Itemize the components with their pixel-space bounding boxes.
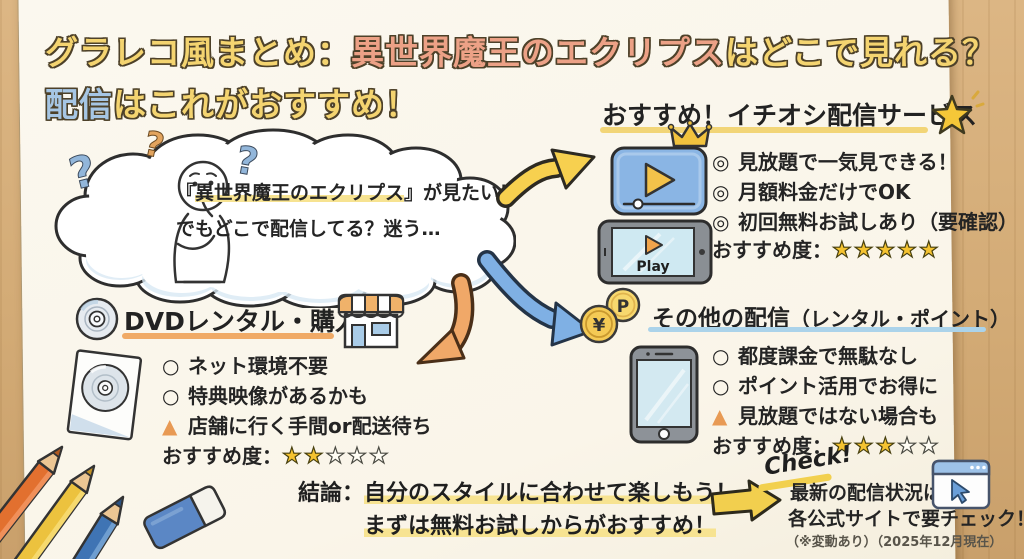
item-marker: ○ [162,354,180,378]
dvd-item: ○ネット環境不要 [162,354,328,378]
rating-stars-empty: ★★★ [325,443,391,469]
item-marker: ○ [162,384,180,408]
rating-stars-filled: ★★★★★ [831,237,941,263]
other-header-underline [648,327,986,332]
item-marker: ◎ [712,180,730,204]
rating-stars-filled: ★★ [281,443,326,469]
eraser-icon [143,485,227,550]
item-marker: ▲ [712,404,728,428]
title-segment: 配信 [45,85,113,124]
smartphone-icon [629,345,699,444]
other-item: ○ポイント活用でお得に [712,374,938,398]
arrow-to-dvd-icon [416,273,475,365]
crown-icon [667,119,713,148]
desk-props [0,445,227,559]
tablet-play-icon: Play [597,219,713,285]
coin-yen-label: ¥ [593,315,606,336]
sparkle-star-icon [931,90,985,135]
check-line1: 最新の配信状況は [790,482,943,504]
check-note: （※変動あり）（2025年12月現在） [786,535,1003,550]
item-marker: ◎ [712,210,730,234]
rating-stars-filled: ★★★ [831,433,898,459]
dvd-item: ▲店舗に行く手間or配送待ち [162,414,432,438]
dvd-case-icon [66,349,143,441]
pencil-orange-icon [0,445,64,559]
item-marker: ○ [712,374,730,398]
page-title-line2: 配信はこれがおすすめ！ [45,78,419,126]
title-segment: はどこで見れる？ [725,33,997,72]
conclusion-line2: まずは無料お試しからがおすすめ！ [364,514,717,539]
tablet-play-label: Play [636,259,669,275]
point-coins-icon: P ¥ [579,287,641,344]
arrow-to-service-icon [496,148,596,208]
store-icon [337,293,405,349]
coin-p-label: P [617,297,629,317]
other-item: ▲見放題ではない場合も [712,404,938,428]
dvd-rating: おすすめ度：★★★★★ [162,443,391,469]
service-rating: おすすめ度：★★★★★ [712,237,941,263]
dvd-header-underline [122,333,334,339]
service-item: ◎月額料金だけでOK [712,180,911,204]
page-title-line1: グラレコ風まとめ：異世界魔王のエクリプスはどこで見れる？ [45,26,996,74]
item-marker: ◎ [712,150,730,174]
service-item: ◎見放題で一気見できる！ [712,150,958,174]
conclusion-line1: 結論：自分のスタイルに合わせて楽しもう！ [298,481,738,506]
bubble-line1: 『異世界魔王のエクリプス』が見たい！ [176,182,519,204]
dvd-section-header: DVDレンタル・購入 [124,307,360,336]
title-segment: はこれがおすすめ！ [113,85,419,124]
bubble-highlighted-title: 異世界魔王のエクリプス [195,182,405,204]
check-line2: 各公式サイトで要チェック！ [788,508,1024,530]
service-item: ◎初回無料お試しあり（要確認） [712,210,1018,234]
other-rating: おすすめ度：★★★★★ [712,433,941,459]
dvd-item: ○特典映像があるかも [162,384,368,408]
title-segment: グラレコ風まとめ： [45,33,351,72]
dvd-disc-icon [75,297,119,341]
browser-cursor-icon [931,459,991,510]
title-work-name: 異世界魔王のエクリプス [351,33,725,72]
bubble-line2: でもどこで配信してる？迷う… [176,218,441,240]
other-item: ○都度課金で無駄なし [712,344,918,368]
item-marker: ○ [712,344,730,368]
pencil-yellow-icon [0,464,96,559]
item-marker: ▲ [162,414,178,438]
rating-stars-empty: ★★ [897,433,941,459]
arrow-to-other-icon [477,250,594,347]
service-section-header: おすすめ！イチオシ配信サービス [602,101,978,130]
service-header-underline [600,127,928,133]
video-player-icon [610,119,713,216]
pencil-blue-icon [10,495,125,559]
